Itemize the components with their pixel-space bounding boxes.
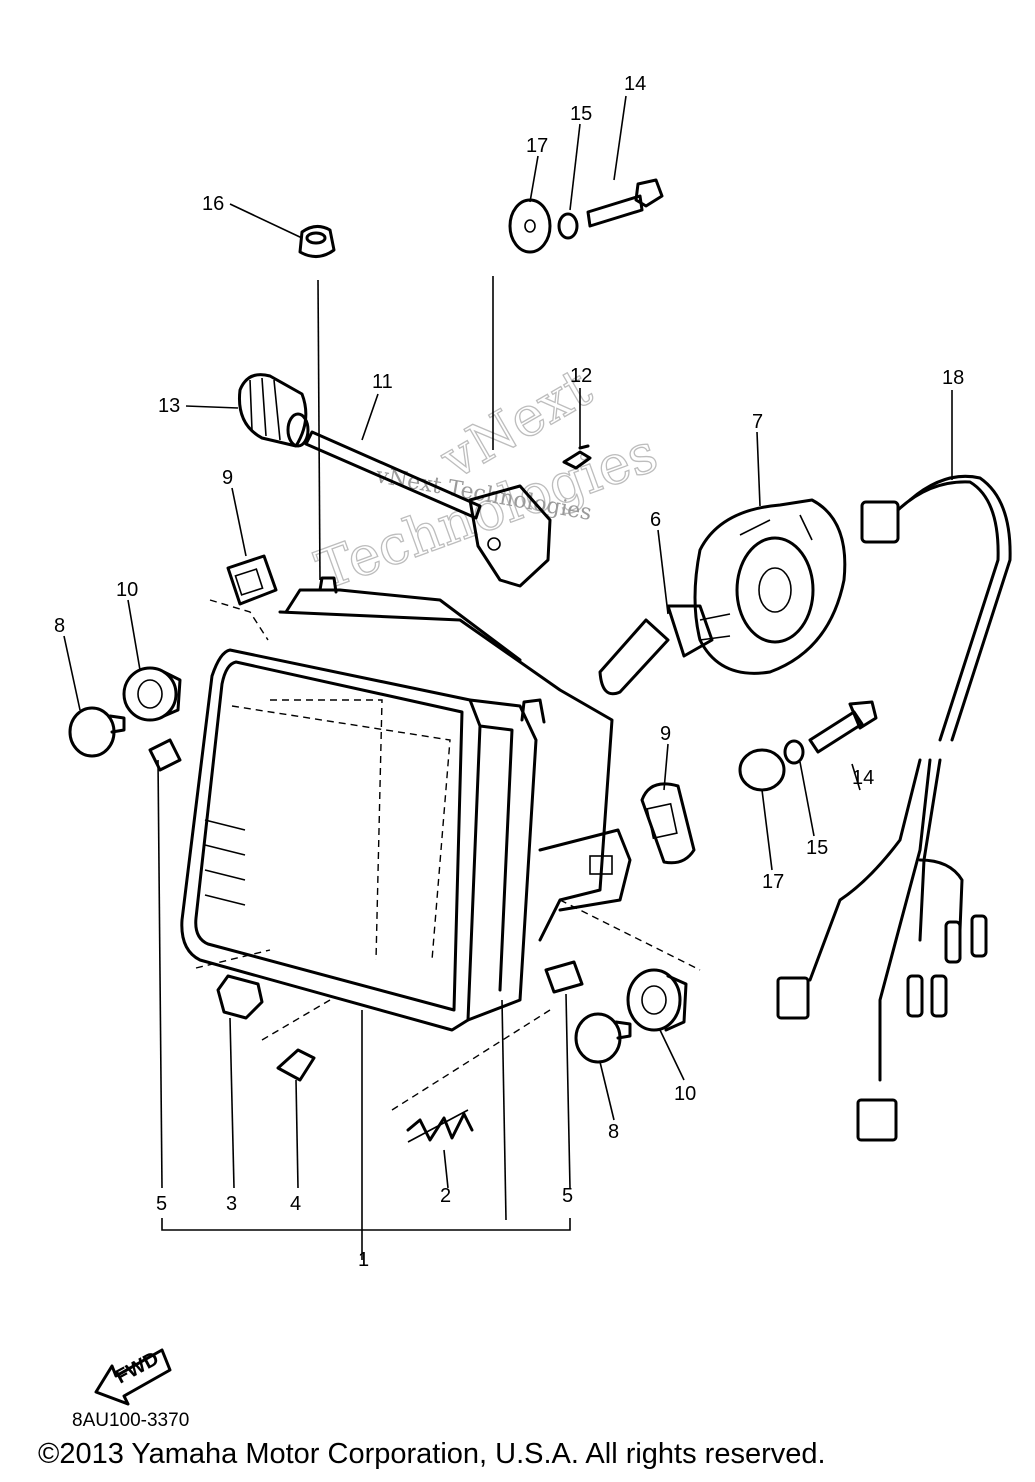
part-15-washer-upper xyxy=(557,212,579,240)
callout-2: 2 xyxy=(440,1185,451,1207)
copyright-notice: ©2013 Yamaha Motor Corporation, U.S.A. A… xyxy=(38,1438,826,1470)
part-17-washer-right xyxy=(738,748,786,792)
part-10-cushion-right xyxy=(626,968,688,1032)
part-9-grommet-right xyxy=(640,782,696,865)
part-2-spring xyxy=(406,1109,474,1143)
part-11-adjuster-rod xyxy=(304,430,552,588)
callout-5-left: 5 xyxy=(156,1193,167,1215)
callout-10-left: 10 xyxy=(116,579,138,601)
callout-17-right: 17 xyxy=(762,871,784,893)
callout-16: 16 xyxy=(202,193,224,215)
part-9-grommet-left xyxy=(226,554,278,606)
callout-17: 17 xyxy=(526,135,548,157)
leader-lines xyxy=(63,95,953,1260)
callout-6: 6 xyxy=(650,509,661,531)
part-8-nut-left xyxy=(68,706,126,758)
part-6-bulb xyxy=(598,604,731,696)
callouts: 14 15 17 16 12 11 13 18 7 9 6 10 8 9 14 … xyxy=(54,73,964,1271)
part-12-screw xyxy=(562,444,592,470)
callout-7: 7 xyxy=(752,411,763,433)
callout-8-right: 8 xyxy=(608,1121,619,1143)
callout-8-left: 8 xyxy=(54,615,65,637)
fwd-arrow-icon: FWD xyxy=(94,1348,172,1406)
callout-14-right: 14 xyxy=(852,767,874,789)
part-5-clip-left xyxy=(148,738,182,772)
diagram-code: 8AU100-3370 xyxy=(72,1410,190,1431)
callout-10-right: 10 xyxy=(674,1083,696,1105)
callout-15: 15 xyxy=(570,103,592,125)
watermark: vNext Technologies vNext Technologies xyxy=(307,355,666,603)
part-5-clip-right xyxy=(544,960,584,994)
part-10-cushion-left xyxy=(122,666,182,722)
part-4-plug xyxy=(276,1048,316,1082)
part-8-nut-right xyxy=(574,1012,632,1064)
part-1-headlight-unit xyxy=(180,576,632,1032)
part-14-bolt-right xyxy=(808,700,878,754)
part-3-plug xyxy=(216,974,264,1020)
part-16-cap xyxy=(298,225,336,258)
part-18-wire-harness xyxy=(776,474,1012,1142)
callout-14: 14 xyxy=(624,73,646,95)
part-15-washer-right xyxy=(783,739,805,765)
callout-15-right: 15 xyxy=(806,837,828,859)
callout-9-left: 9 xyxy=(222,467,233,489)
part-7-socket-cover xyxy=(693,498,847,675)
callout-5-right: 5 xyxy=(562,1185,573,1207)
callout-3: 3 xyxy=(226,1193,237,1215)
callout-9-right: 9 xyxy=(660,723,671,745)
fwd-label: FWD xyxy=(112,1348,163,1389)
callout-13: 13 xyxy=(158,395,180,417)
callout-18: 18 xyxy=(942,367,964,389)
callout-4: 4 xyxy=(290,1193,301,1215)
part-13-adjuster-knob xyxy=(237,373,310,448)
callout-12: 12 xyxy=(570,365,592,387)
callout-1: 1 xyxy=(358,1249,369,1271)
callout-11: 11 xyxy=(372,371,393,393)
part-14-bolt-upper xyxy=(586,178,664,228)
part-17-washer-upper xyxy=(508,198,552,254)
